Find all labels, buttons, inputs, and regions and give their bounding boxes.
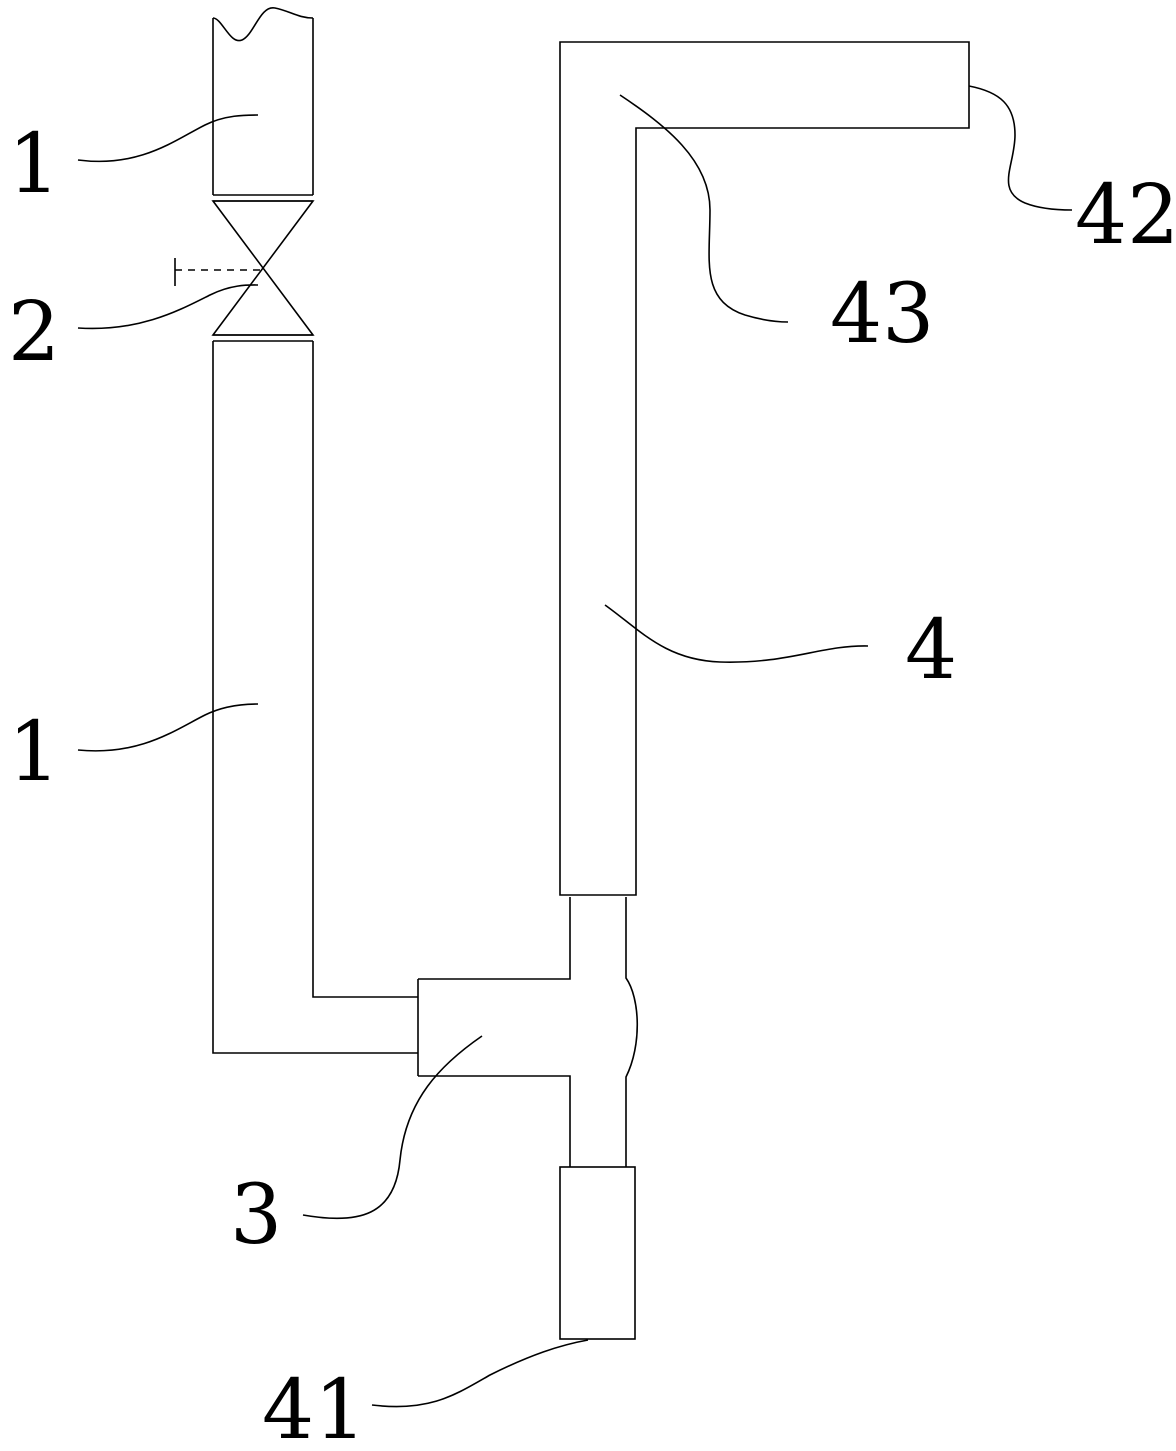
- riser-pipe: [559, 41, 970, 896]
- leader-1-upper: [77, 114, 259, 163]
- label-4: 4: [905, 603, 957, 698]
- leader-42: [968, 85, 1073, 211]
- tee-fitting: [417, 897, 639, 1167]
- leader-3: [302, 1035, 483, 1220]
- leader-lines: [77, 85, 1073, 1408]
- leader-41: [371, 1339, 589, 1408]
- label-42: 42: [1075, 168, 1176, 263]
- label-41: 41: [262, 1363, 366, 1451]
- leader-2: [77, 284, 259, 330]
- leader-4: [604, 604, 869, 663]
- label-1-lower: 1: [8, 705, 60, 800]
- label-1-upper: 1: [8, 117, 60, 212]
- leader-43: [619, 94, 789, 323]
- valve: [174, 200, 315, 336]
- bottom-fitting: [559, 1166, 636, 1340]
- label-43: 43: [830, 267, 934, 362]
- upper-pipe-segment: [212, 7, 314, 202]
- lower-pipe-segment: [212, 334, 418, 1054]
- label-2: 2: [8, 285, 60, 380]
- leader-1-lower: [77, 703, 259, 752]
- label-3: 3: [230, 1168, 282, 1263]
